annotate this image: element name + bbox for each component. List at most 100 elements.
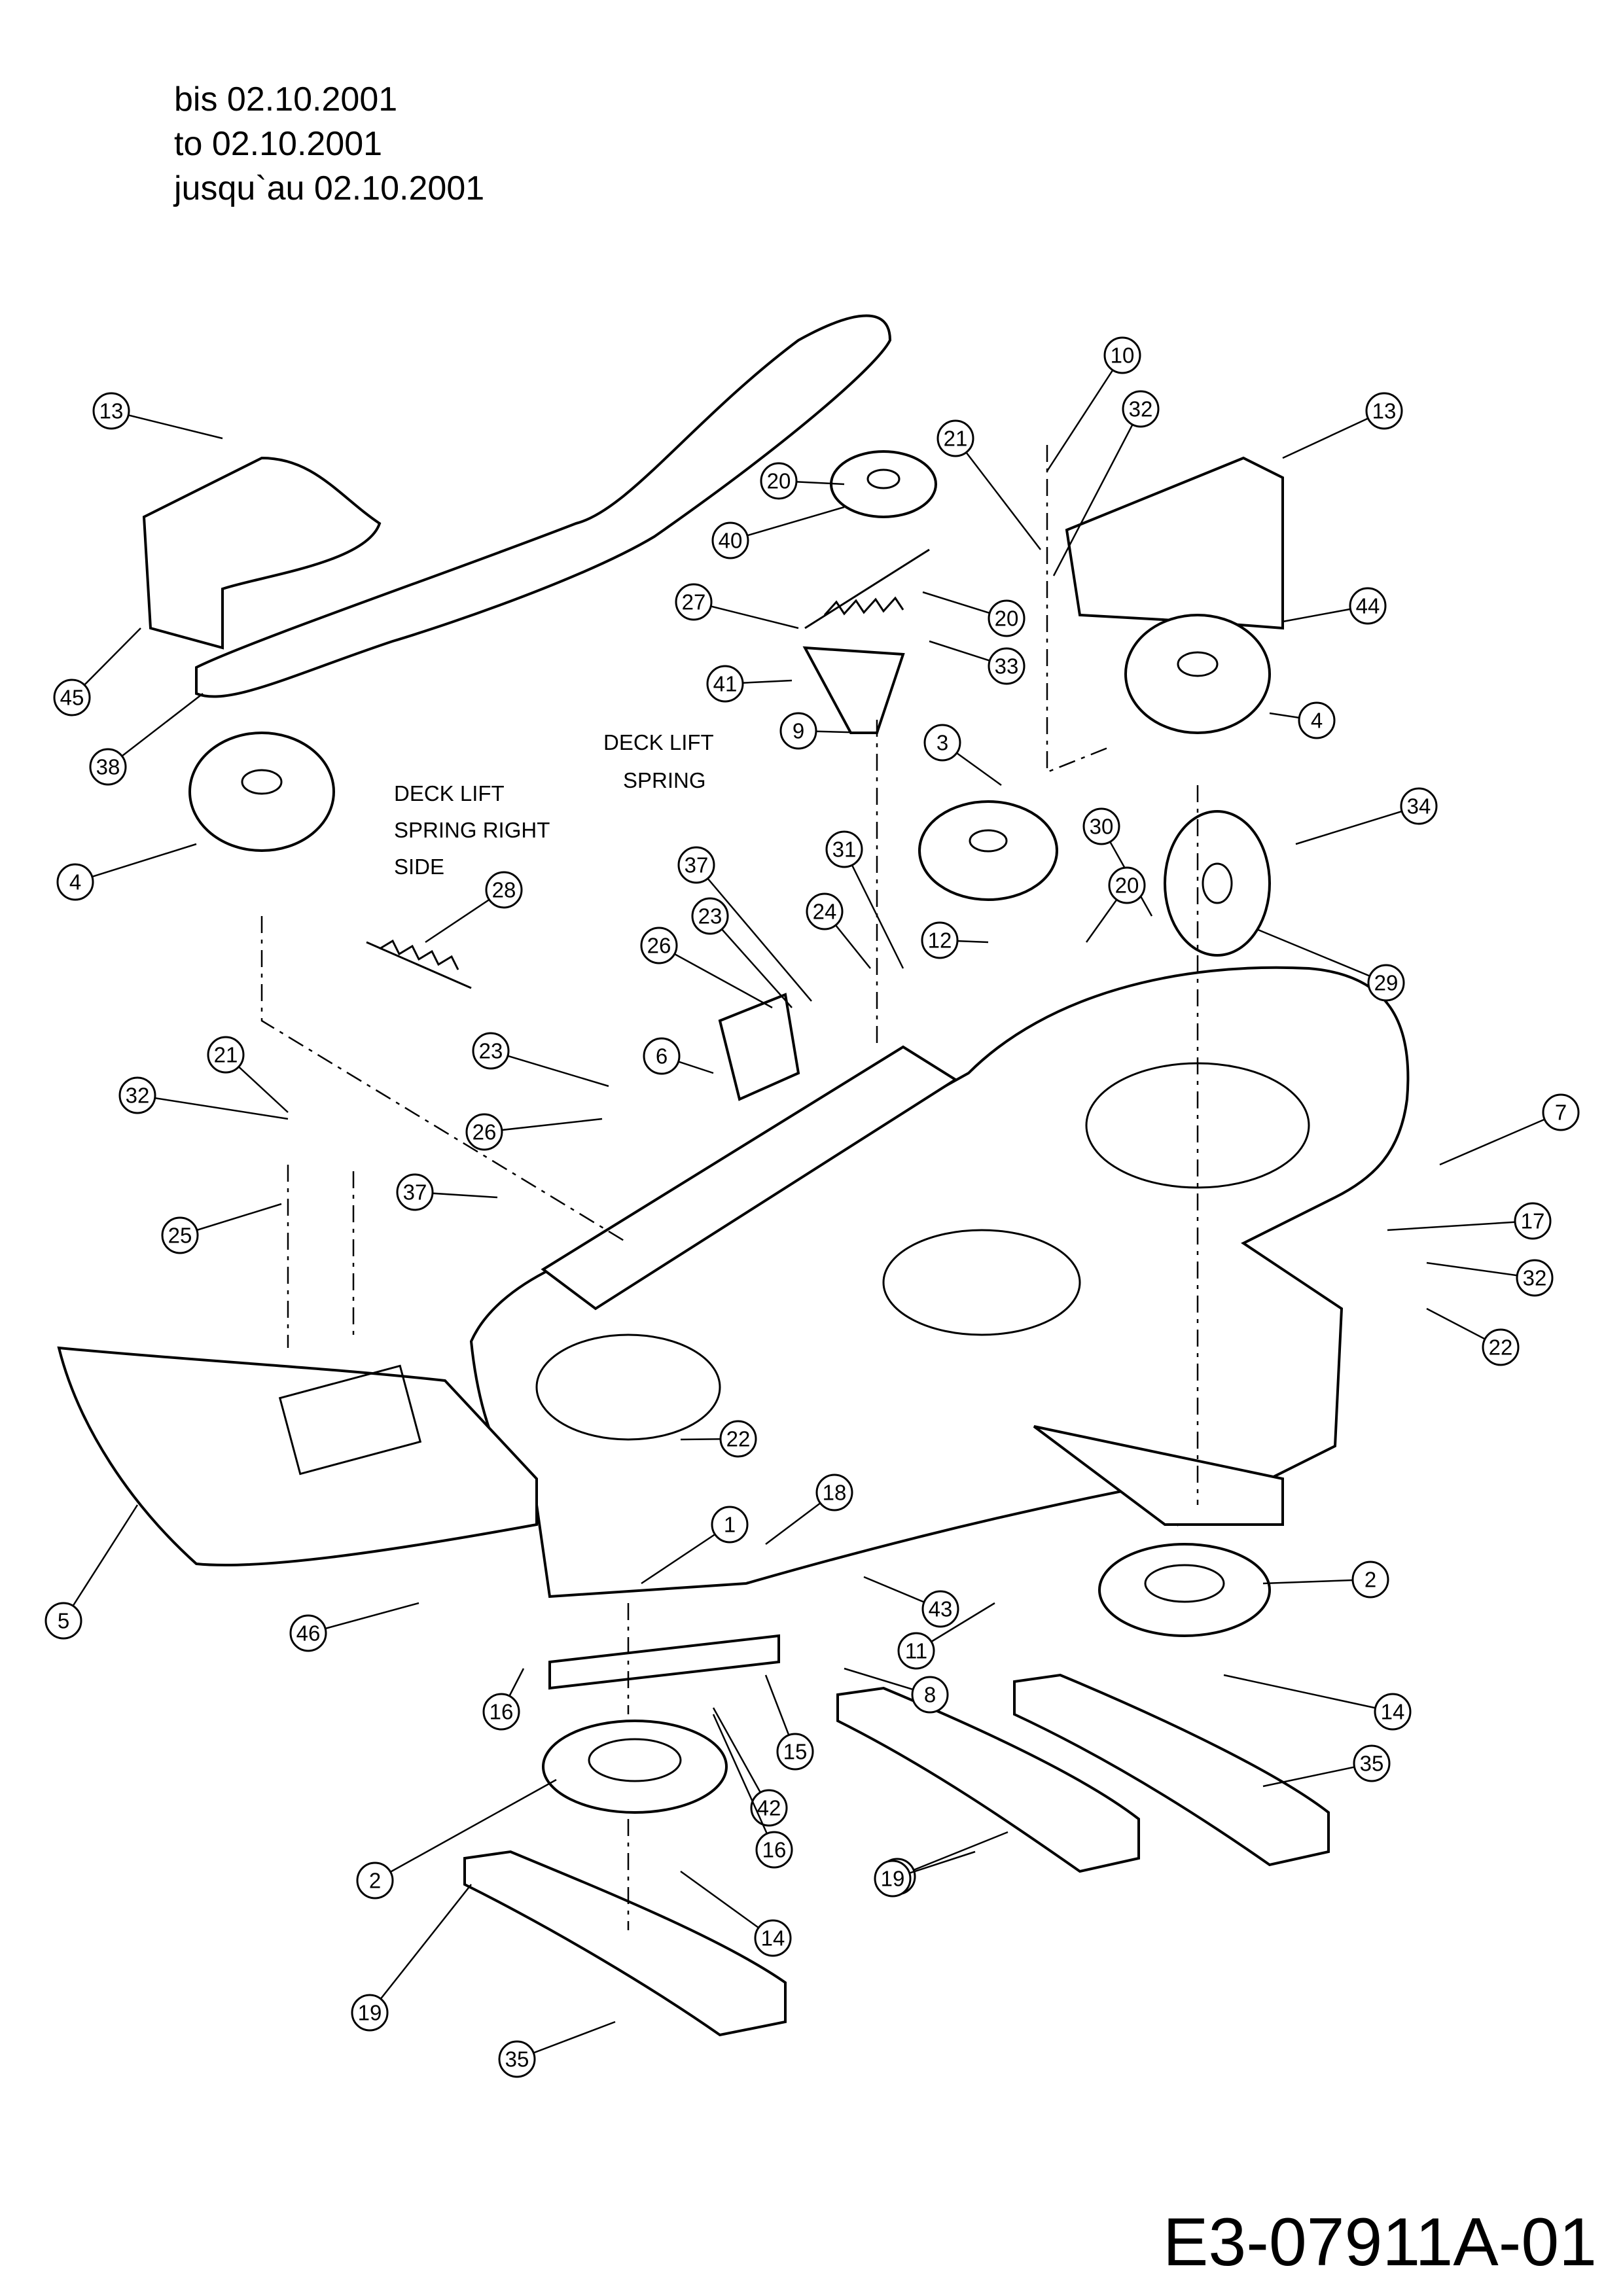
callout-bubble [472,1032,510,1070]
callout-leader-line [374,1778,557,1882]
callout-number: 46 [296,1621,321,1646]
callout-22: 22 [1426,1307,1520,1366]
callout-bubble [1351,1561,1389,1598]
callout-bubble [754,1919,792,1957]
callout-31: 31 [825,830,904,969]
callout-number: 19 [881,1867,905,1891]
note-deck-lift-spring-2: SPRING [623,768,706,792]
callout-leader-line [955,438,1041,550]
callout-number: 43 [929,1597,953,1621]
callout-37: 37 [677,846,812,1002]
spindle-housing-left [542,1720,728,1814]
callout-bubble [1400,787,1438,825]
callout-35: 35 [1262,1744,1391,1788]
callout-bubble [755,1831,793,1869]
spring-idler [804,548,930,629]
callout-29: 29 [1256,928,1405,1002]
note-deck-lift-spring-right-2: SPRING RIGHT [394,818,550,842]
callout-28: 28 [425,871,523,944]
callout-leader-line [712,1707,770,1809]
callout-leader-line [843,849,904,969]
callout-4: 4 [1269,701,1336,739]
callout-42: 42 [712,1707,788,1827]
callout-13: 13 [92,392,223,440]
callout-34: 34 [1295,787,1438,845]
callout-number: 20 [1115,874,1139,898]
callout-bubble [89,748,127,786]
callout-leader-line [369,1884,472,2013]
callout-15: 15 [764,1674,814,1771]
callout-number: 32 [126,1084,150,1108]
callout-8: 8 [844,1667,949,1714]
callout-20: 20 [760,462,845,500]
callout-6: 6 [643,1037,714,1075]
callout-bubble [760,462,798,500]
callout-bubble [465,1113,503,1151]
callout-21: 21 [936,419,1041,550]
callout-number: 22 [1489,1335,1513,1360]
callout-leader-line [62,1504,139,1621]
callout-number: 21 [944,427,968,451]
callout-number: 21 [214,1043,238,1067]
callout-bubble [691,897,729,935]
callout-11: 11 [897,1602,995,1670]
callout-bubble [874,1860,912,1898]
callout-bubble [1082,807,1120,845]
spindle-pulley-right-hub [1177,651,1219,677]
callout-number: 26 [473,1120,497,1144]
callout-number: 13 [1372,399,1397,423]
callout-leader-line [107,693,204,768]
callout-number: 22 [726,1427,751,1451]
spindle-pulley-left-hub [241,769,283,795]
callout-number: 44 [1356,594,1380,618]
callout-leader-line [1052,408,1142,576]
callout-bubble [640,927,678,964]
callout-number: 27 [682,590,706,614]
callout-leader-line [490,1050,609,1087]
callout-bubble [498,2040,536,2078]
callout-number: 19 [358,2001,382,2025]
callout-number: 14 [1381,1700,1405,1724]
callout-19: 19 [874,1850,976,1898]
callout-number: 12 [928,928,952,953]
callout-number: 23 [698,904,722,928]
callout-bubble [643,1037,681,1075]
callout-bubble [706,665,744,703]
note-deck-lift-spring-right-3: SIDE [394,855,445,879]
callout-45: 45 [53,627,141,716]
callout-number: 42 [757,1796,781,1820]
callout-3: 3 [923,724,1002,786]
callout-bubble [675,583,713,621]
callout-number: 32 [1129,397,1153,421]
callout-number: 8 [924,1683,936,1707]
callout-number: 7 [1555,1101,1567,1125]
discharge-chute [57,1346,538,1566]
callout-number: 11 [905,1639,927,1663]
callout-bubble [351,1994,389,2032]
callout-2: 2 [356,1778,557,1899]
callout-leader-line [696,864,812,1002]
callout-bubble [936,419,974,457]
discharge-label [278,1364,422,1475]
callout-number: 23 [479,1039,503,1063]
callout-bubble [485,871,523,909]
callout-bubble [1365,392,1403,430]
assembly-line-6 [287,1165,355,1348]
callout-25: 25 [161,1203,282,1254]
belt-cover-left [142,456,382,650]
callout-number: 3 [936,731,948,755]
callout-number: 17 [1521,1209,1545,1233]
spindle-housing-right-inner [1144,1564,1225,1603]
callout-bubble [719,1420,757,1458]
callout-20: 20 [1085,866,1146,943]
belt-cover-right [1065,456,1284,630]
callout-bubble [396,1173,434,1211]
callout-bubble [825,830,863,868]
callout-leader-line [137,1094,289,1120]
callout-37: 37 [396,1173,498,1211]
mower-blade-right [1013,1673,1330,1867]
callout-17: 17 [1387,1202,1552,1240]
baffle-plate [548,1634,780,1690]
callout-bubble [711,1506,749,1544]
